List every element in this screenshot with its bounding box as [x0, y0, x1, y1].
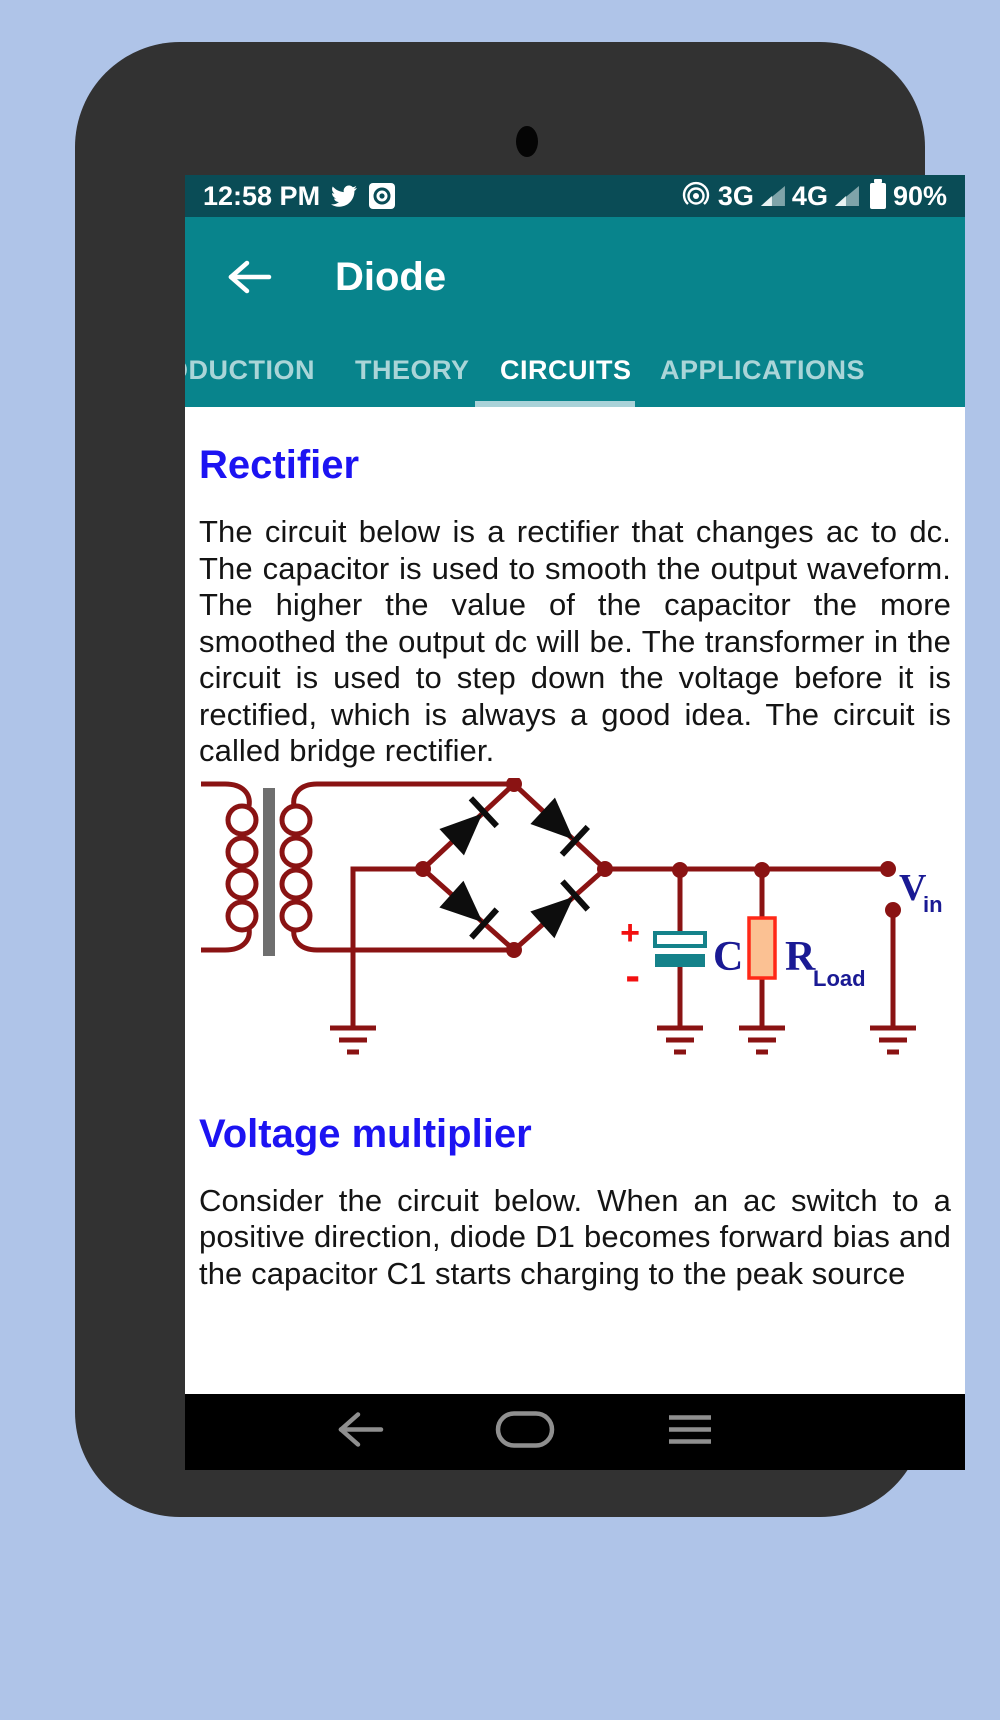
- capacitor-minus-label: -: [625, 951, 640, 1000]
- section-heading-rectifier: Rectifier: [199, 443, 360, 487]
- diode-top-left: [439, 795, 500, 855]
- signal-4g-icon: [834, 186, 859, 206]
- diode-top-right: [530, 797, 591, 857]
- battery-percent: 90%: [892, 180, 947, 211]
- article-content[interactable]: Rectifier The circuit below is a rectifi…: [185, 407, 965, 1394]
- bridge-diamond: [419, 780, 609, 953]
- nav-home-icon[interactable]: [492, 1409, 558, 1456]
- battery-icon: [869, 179, 886, 209]
- active-tab-indicator: [475, 401, 635, 407]
- transformer-primary-coil: [225, 803, 259, 932]
- capacitor-symbol: [653, 930, 707, 967]
- tab-circuits[interactable]: CIRCUITS: [500, 355, 632, 385]
- twitter-icon: [329, 183, 359, 209]
- screen-record-icon: [368, 182, 396, 210]
- back-arrow-icon[interactable]: [225, 258, 273, 296]
- phone-screen: 12:58 PM 3G 4G 90%: [185, 175, 965, 1470]
- voltage-label: V: [899, 867, 927, 909]
- resistor-label: R: [785, 934, 816, 980]
- network-3g-label: 3G: [717, 180, 754, 211]
- tab-introduction[interactable]: ODUCTION: [185, 355, 315, 385]
- resistor-sub-label: Load: [813, 966, 866, 991]
- tab-theory[interactable]: THEORY: [355, 355, 470, 385]
- transformer-primary-lead-top: [201, 781, 252, 806]
- ground-symbol-3: [739, 1025, 785, 1054]
- bottom-rail: [291, 927, 514, 952]
- transformer-secondary-coil: [279, 803, 313, 932]
- hotspot-icon: [681, 181, 711, 211]
- transformer-core: [263, 787, 275, 956]
- tab-bar: ODUCTION THEORY CIRCUITS APPLICATIONS: [185, 337, 965, 407]
- page-title: Diode: [335, 254, 447, 299]
- status-bar: 12:58 PM 3G 4G 90%: [185, 175, 965, 217]
- front-camera: [516, 126, 538, 157]
- diode-bottom-right: [530, 878, 591, 938]
- capacitor-plus-label: +: [620, 914, 640, 952]
- bridge-rectifier-figure: + - C R Load V in: [201, 777, 943, 1054]
- ground-symbol-1: [330, 1025, 376, 1054]
- signal-3g-icon: [760, 186, 785, 206]
- ground-symbol-4: [870, 1025, 916, 1054]
- nav-recents-icon[interactable]: [661, 1409, 719, 1456]
- section-heading-multiplier: Voltage multiplier: [199, 1111, 532, 1156]
- ground-branch: [350, 866, 423, 1028]
- phone-frame: 12:58 PM 3G 4G 90%: [75, 42, 965, 1517]
- network-4g-label: 4G: [791, 180, 828, 211]
- capacitor-label: C: [713, 934, 743, 980]
- diode-bottom-left: [439, 880, 500, 940]
- status-time: 12:58 PM: [203, 180, 321, 211]
- voltage-sub-label: in: [923, 892, 943, 917]
- resistor-symbol: [747, 915, 777, 980]
- transformer-primary-lead-bottom: [201, 927, 252, 952]
- tab-applications[interactable]: APPLICATIONS: [660, 355, 866, 385]
- ground-symbol-2: [657, 1025, 703, 1054]
- top-rail: [291, 781, 514, 806]
- rectifier-paragraph: The circuit below is a rectifier that ch…: [199, 514, 951, 768]
- nav-back-icon[interactable]: [331, 1409, 389, 1456]
- app-bar: Diode: [185, 217, 965, 337]
- multiplier-paragraph: Consider the circuit below. When an ac s…: [199, 1182, 951, 1291]
- navigation-bar: [185, 1394, 965, 1470]
- junction-dots: [415, 777, 901, 958]
- circuit-diagram: + - C R Load V in: [199, 777, 951, 1068]
